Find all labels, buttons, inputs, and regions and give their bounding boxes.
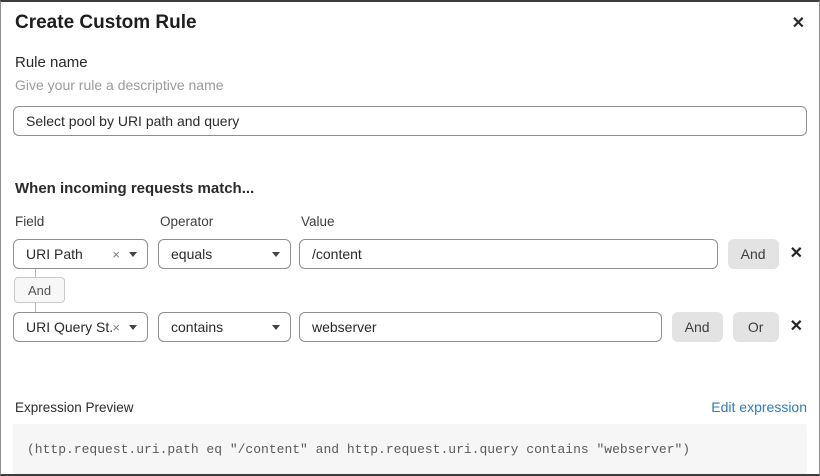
connector-line: [35, 303, 36, 312]
match-heading: When incoming requests match...: [15, 180, 255, 197]
chevron-down-icon: [129, 251, 137, 257]
operator-select[interactable]: equals: [158, 239, 291, 269]
value-column-label: Value: [301, 214, 335, 229]
condition-row: URI Query St... × contains And Or ✕: [13, 312, 807, 342]
operator-select-value: equals: [171, 246, 213, 262]
expression-preview-label: Expression Preview: [15, 399, 134, 415]
expression-preview-header: Expression Preview Edit expression: [13, 399, 807, 415]
field-column-label: Field: [15, 214, 45, 229]
close-icon[interactable]: ✕: [790, 12, 807, 36]
operator-select[interactable]: contains: [158, 312, 291, 342]
condition-connector: And: [13, 269, 807, 312]
rule-name-label: Rule name: [15, 54, 88, 71]
remove-condition-icon[interactable]: ✕: [786, 244, 807, 264]
field-select-value: URI Query St...: [26, 319, 113, 335]
value-input[interactable]: [299, 239, 718, 269]
chevron-down-icon: [272, 324, 280, 330]
operator-select-value: contains: [171, 319, 224, 335]
field-select[interactable]: URI Path ×: [13, 239, 148, 269]
modal-header: Create Custom Rule ✕: [13, 12, 807, 36]
edit-expression-link[interactable]: Edit expression: [711, 399, 807, 415]
and-button[interactable]: And: [671, 312, 723, 342]
rule-name-input[interactable]: [13, 106, 807, 136]
modal-title: Create Custom Rule: [15, 12, 197, 33]
condition-row: URI Path × equals And ✕: [13, 239, 807, 269]
rule-name-description: Give your rule a descriptive name: [15, 77, 224, 93]
field-select-value: URI Path: [26, 246, 83, 262]
expression-code: (http.request.uri.path eq "/content" and…: [13, 424, 807, 474]
and-button[interactable]: And: [727, 239, 779, 269]
connector-and-badge: And: [14, 277, 66, 303]
connector-line: [35, 269, 36, 277]
clear-icon[interactable]: ×: [112, 246, 120, 262]
column-labels: Field Operator Value: [13, 214, 807, 229]
chevron-down-icon: [272, 251, 280, 257]
field-select[interactable]: URI Query St... ×: [13, 312, 148, 342]
remove-condition-icon[interactable]: ✕: [786, 317, 807, 337]
chevron-down-icon: [129, 324, 137, 330]
clear-icon[interactable]: ×: [112, 319, 120, 335]
operator-column-label: Operator: [160, 214, 214, 229]
or-button[interactable]: Or: [732, 312, 779, 342]
value-input[interactable]: [299, 312, 662, 342]
